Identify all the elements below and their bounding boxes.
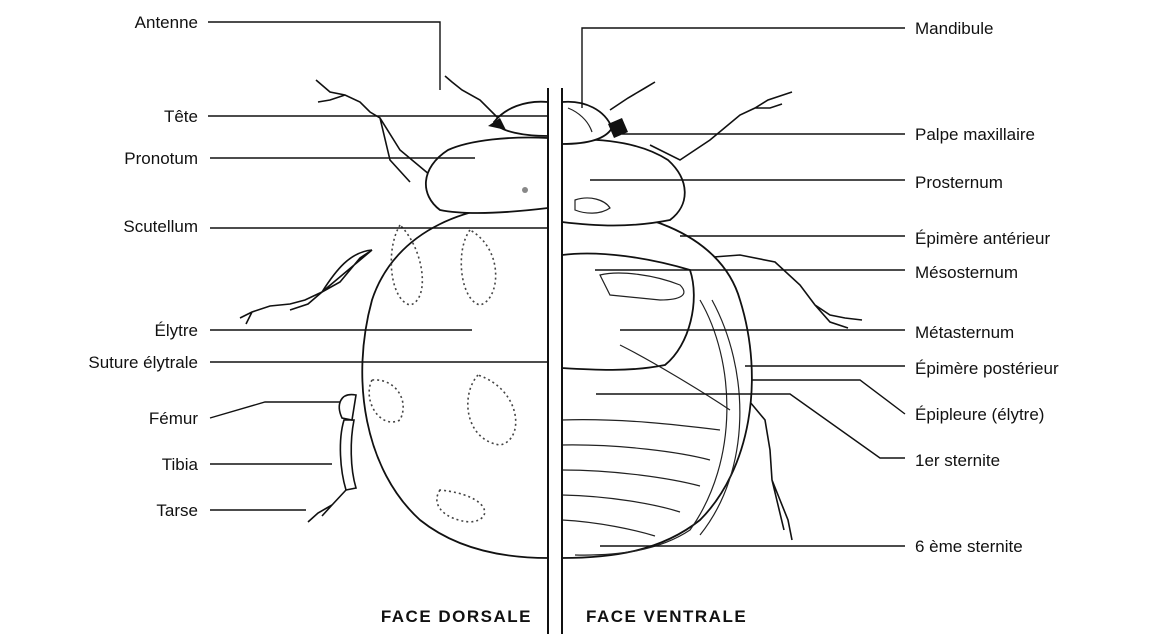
label-prosternum: Prosternum xyxy=(915,173,1003,192)
label-antenne: Antenne xyxy=(135,13,198,32)
label-epipleure: Épipleure (élytre) xyxy=(915,405,1044,424)
dorsal-tibia xyxy=(340,420,356,490)
dorsal-mid-femur xyxy=(322,250,372,292)
label-sternite6: 6 ème sternite xyxy=(915,537,1023,556)
label-pronotum: Pronotum xyxy=(124,149,198,168)
label-tibia: Tibia xyxy=(162,455,199,474)
label-palpe: Palpe maxillaire xyxy=(915,125,1035,144)
ventral-front-leg xyxy=(650,92,792,160)
dorsal-antenna xyxy=(445,76,500,120)
ventral-metasternum xyxy=(562,253,694,369)
label-epimere-post: Épimère postérieur xyxy=(915,359,1059,378)
ventral-antenna xyxy=(610,82,655,110)
leader-antenne xyxy=(208,22,440,90)
pronotum-dot xyxy=(522,187,528,193)
title-face-ventrale: FACE VENTRALE xyxy=(586,607,747,626)
label-mesosternum: Mésosternum xyxy=(915,263,1018,282)
label-tarse: Tarse xyxy=(156,501,198,520)
dorsal-tarse xyxy=(308,490,346,522)
ventral-palp xyxy=(608,118,628,138)
ventral-body xyxy=(562,82,862,558)
dorsal-mid-leg xyxy=(240,250,372,324)
leader-femur xyxy=(210,402,340,418)
dorsal-body xyxy=(240,76,548,558)
title-face-dorsale: FACE DORSALE xyxy=(381,607,532,626)
label-suture: Suture élytrale xyxy=(88,353,198,372)
label-epimere-ant: Épimère antérieur xyxy=(915,229,1050,248)
label-mandibule: Mandibule xyxy=(915,19,993,38)
dorsal-head xyxy=(494,102,548,136)
dorsal-pronotum xyxy=(426,138,548,214)
label-sternite1: 1er sternite xyxy=(915,451,1000,470)
label-elytre: Élytre xyxy=(155,321,198,340)
label-metasternum: Métasternum xyxy=(915,323,1014,342)
label-femur: Fémur xyxy=(149,409,198,428)
dorsal-front-leg xyxy=(316,80,430,182)
dorsal-femur xyxy=(339,395,356,420)
label-tete: Tête xyxy=(164,107,198,126)
leader-epipleure xyxy=(752,380,905,414)
dorsal-elytron xyxy=(362,204,548,558)
label-scutellum: Scutellum xyxy=(123,217,198,236)
